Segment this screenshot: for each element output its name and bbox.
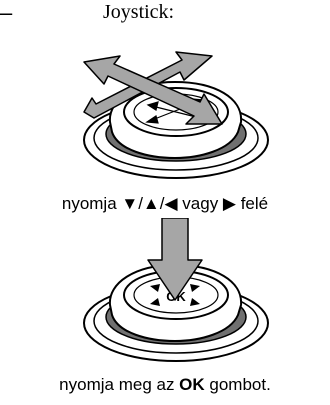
- caption-post: gombot.: [204, 375, 271, 394]
- step-caption-navigate: nyomja ▼/▲/◀ vagy ▶ felé: [61, 194, 269, 213]
- joystick-directions-figure: [83, 51, 269, 179]
- joystick-press-figure: OK: [83, 218, 269, 362]
- step-caption-confirm: nyomja meg az OK gombot.: [0, 375, 330, 395]
- page-title: Joystick:: [103, 1, 175, 23]
- caption-ok-bold: OK: [179, 375, 205, 394]
- press-down-arrow-icon: [147, 218, 203, 301]
- section-dash: –: [0, 0, 13, 25]
- caption-pre: nyomja meg az: [59, 375, 180, 394]
- four-way-arrow-icon: [83, 51, 223, 125]
